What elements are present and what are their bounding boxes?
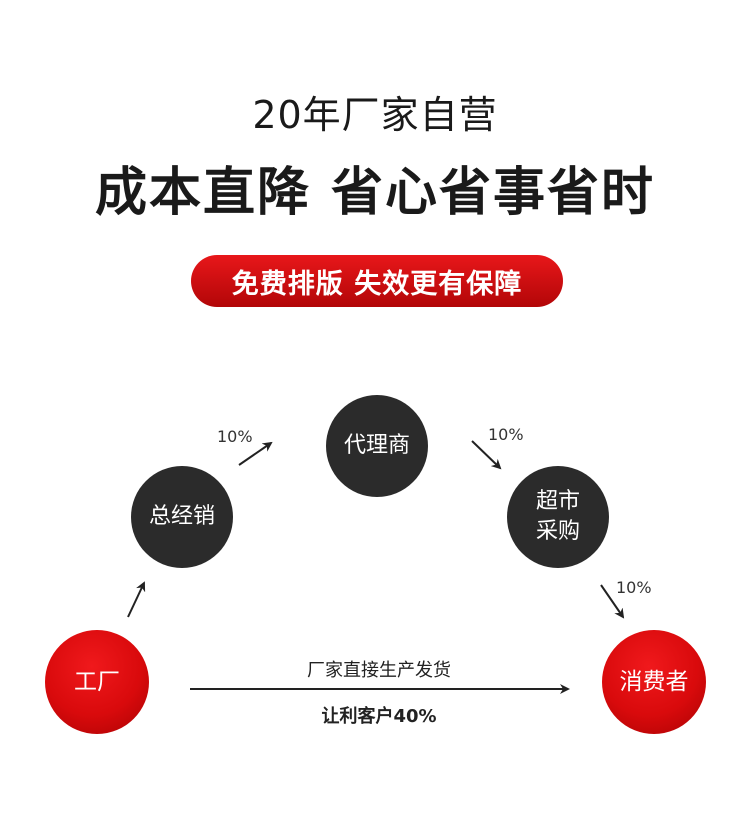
node-supermarket-label: 超市 采购 xyxy=(535,489,580,544)
arrow-supermarket-to-consumer xyxy=(600,584,625,619)
direct-discount-label: 让利客户40% xyxy=(321,706,437,727)
promo-pill: 免费排版 失效更有保障 xyxy=(191,255,563,307)
headline: 成本直降 省心省事省时 xyxy=(94,163,656,223)
node-distributor-label: 总经销 xyxy=(148,504,215,529)
node-agent-label: 代理商 xyxy=(343,433,410,458)
promo-pill-label: 免费排版 失效更有保障 xyxy=(231,268,523,300)
pct-supermarket-to-consumer: 10% xyxy=(616,578,652,597)
node-consumer: 消费者 xyxy=(602,630,706,734)
node-agent: 代理商 xyxy=(326,395,428,497)
node-distributor: 总经销 xyxy=(131,466,233,568)
arrow-factory-to-distributor xyxy=(127,581,146,618)
direct-shipping-label: 厂家直接生产发货 xyxy=(307,660,451,681)
arrow-distributor-to-agent xyxy=(238,441,273,466)
node-consumer-label: 消费者 xyxy=(619,669,689,695)
subtitle: 20年厂家自营 xyxy=(252,93,498,137)
pct-agent-to-supermarket: 10% xyxy=(488,425,524,444)
node-factory: 工厂 xyxy=(45,630,149,734)
pct-distributor-to-agent: 10% xyxy=(217,427,253,446)
node-factory-label: 工厂 xyxy=(74,669,120,695)
node-supermarket: 超市 采购 xyxy=(507,466,609,568)
arrow-agent-to-supermarket xyxy=(471,440,502,470)
